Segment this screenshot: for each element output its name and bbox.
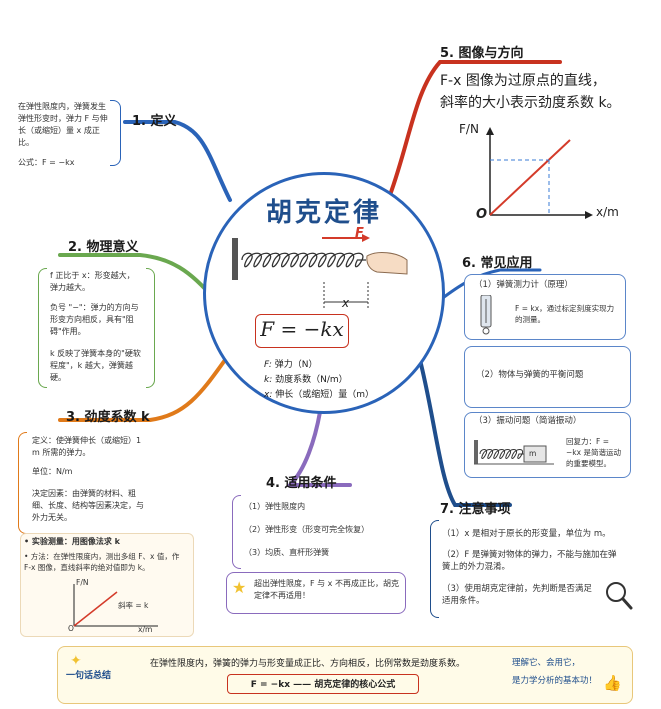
legend-sym: x: (264, 390, 273, 400)
center-circle (203, 172, 445, 414)
s5-graph-y: F/N (459, 122, 479, 136)
s3-measure-title: • 实验测量：用图像法求 k (24, 537, 121, 546)
oscillator-icon (474, 440, 554, 465)
star-icon: ★ (232, 578, 247, 597)
s2-brace (38, 268, 47, 388)
s3-graph-x: x/m (138, 625, 153, 634)
summary-box (57, 646, 633, 704)
s6-card-2 (464, 346, 631, 408)
s6-a1-title: （1）弹簧测力计（原理） (474, 280, 573, 290)
force-label: F (355, 226, 364, 241)
s5-graph (486, 127, 593, 219)
center-formula-box (255, 314, 349, 348)
center-legend: F: 弹力（N） k: 劲度系数（N/m） x: 伸长（或缩短）量（m） (264, 358, 374, 403)
s4-item-2: （2）弹性形变（形变可完全恢复） (244, 525, 370, 534)
s5-line1: F-x 图像为过原点的直线， (440, 73, 606, 89)
s3-measure-body: • 方法：在弹性限度内，测出多组 F、x 值，作 F-x 图像，直线斜率的绝对值… (24, 552, 180, 572)
s6-a3-body: 回复力：F = −kx 是简谐运动的重要模型。 (566, 437, 621, 468)
s7-item-2: （2）F 是弹簧对物体的弹力，不能与施加在弹簧上的外力混淆。 (442, 550, 617, 572)
summary-side-1: 理解它、会用它， (512, 658, 581, 668)
s6-a3-mass: m (529, 449, 537, 458)
s6-title: 6. 常见应用 (462, 256, 533, 271)
s2-p3: k 反映了弹簧本身的"硬软程度"，k 越大，弹簧越硬。 (50, 349, 141, 382)
summary-formula: F = −kx —— 胡克定律的核心公式 (250, 680, 396, 690)
legend-sym: F: (264, 360, 272, 370)
center-formula: F = −kx (260, 317, 344, 341)
s3-title: 3. 劲度系数 k (66, 410, 150, 425)
s6-a3-title: （3）振动问题（简谐振动） (474, 416, 582, 426)
spring-scale-icon (480, 295, 492, 335)
s5-title: 5. 图像与方向 (440, 46, 524, 61)
s2-p2: 负号 "−"：弹力的方向与形变方向相反，具有"阻碍"作用。 (50, 303, 139, 336)
s3-graph-o: O (68, 624, 74, 633)
s4-warn: 超出弹性限度，F 与 x 不再成正比，胡克定律不再适用！ (254, 579, 399, 600)
x-label: x (342, 296, 350, 310)
s2-brace-right (146, 268, 155, 388)
s3-measure-box (20, 533, 194, 637)
thumbs-up-icon: 👍 (603, 674, 622, 692)
spring-illustration (232, 234, 408, 308)
s3-graph-y: F/N (76, 578, 89, 587)
s3-mini-graph (73, 584, 158, 627)
summary-formula-box (227, 674, 419, 694)
s6-a1-body: F = kx，通过标定刻度实现力的测量。 (515, 304, 615, 324)
s1-body: 在弹性限度内，弹簧发生弹性形变时，弹力 F 与伸长（或缩短）量 x 成正比。 (18, 102, 108, 147)
s1-brace (110, 100, 121, 166)
s1-formula: 公式：F = −kx (18, 158, 75, 167)
s6-a2-title: （2）物体与弹簧的平衡问题 (476, 370, 584, 380)
s4-brace (232, 495, 241, 569)
s2-title: 2. 物理意义 (68, 240, 139, 255)
s7-item-1: （1）x 是相对于原长的形变量，单位为 m。 (442, 529, 611, 539)
summary-tag: 一句话总结 (66, 671, 112, 681)
s7-title: 7. 注意事项 (440, 502, 511, 517)
s1-title: 1. 定义 (132, 114, 177, 129)
legend-text: 劲度系数（N/m） (275, 375, 348, 385)
s7-item-3: （3）使用胡克定律前，先判断是否满足适用条件。 (442, 584, 592, 606)
s4-item-3: （3）均质、直杆形弹簧 (244, 548, 330, 557)
s4-item-1: （1）弹性限度内 (244, 502, 306, 511)
s5-graph-x: x/m (596, 205, 619, 219)
s3-factor: 决定因素：由弹簧的材料、粗细、长度、结构等因素决定，与外力无关。 (32, 489, 144, 522)
s5-line2: 斜率的大小表示劲度系数 k。 (440, 95, 621, 111)
s3-brace (18, 432, 27, 534)
legend-text: 伸长（或缩短）量（m） (275, 390, 375, 400)
legend-text: 弹力（N） (274, 360, 318, 370)
s3-graph-slope: 斜率 = k (118, 601, 149, 610)
s3-unit: 单位：N/m (32, 467, 73, 476)
s4-warn-box (226, 572, 406, 614)
lightbulb-icon: ✦ (70, 653, 82, 669)
s6-card-3 (464, 412, 631, 478)
magnifier-icon (606, 582, 633, 610)
s3-def: 定义：使弹簧伸长（或缩短）1 m 所需的弹力。 (32, 436, 142, 457)
summary-text: 在弹性限度内，弹簧的弹力与形变量成正比、方向相反，比例常数是劲度系数。 (150, 659, 466, 669)
legend-sym: k: (264, 375, 273, 385)
s4-title: 4. 适用条件 (266, 476, 337, 491)
s5-graph-o: O (476, 207, 488, 222)
center-title: 胡克定律 (265, 198, 382, 228)
s2-p1: f 正比于 x：形变越大，弹力越大。 (50, 271, 135, 292)
summary-side-2: 是力学分析的基本功！ (512, 676, 598, 686)
s7-brace (430, 520, 439, 618)
